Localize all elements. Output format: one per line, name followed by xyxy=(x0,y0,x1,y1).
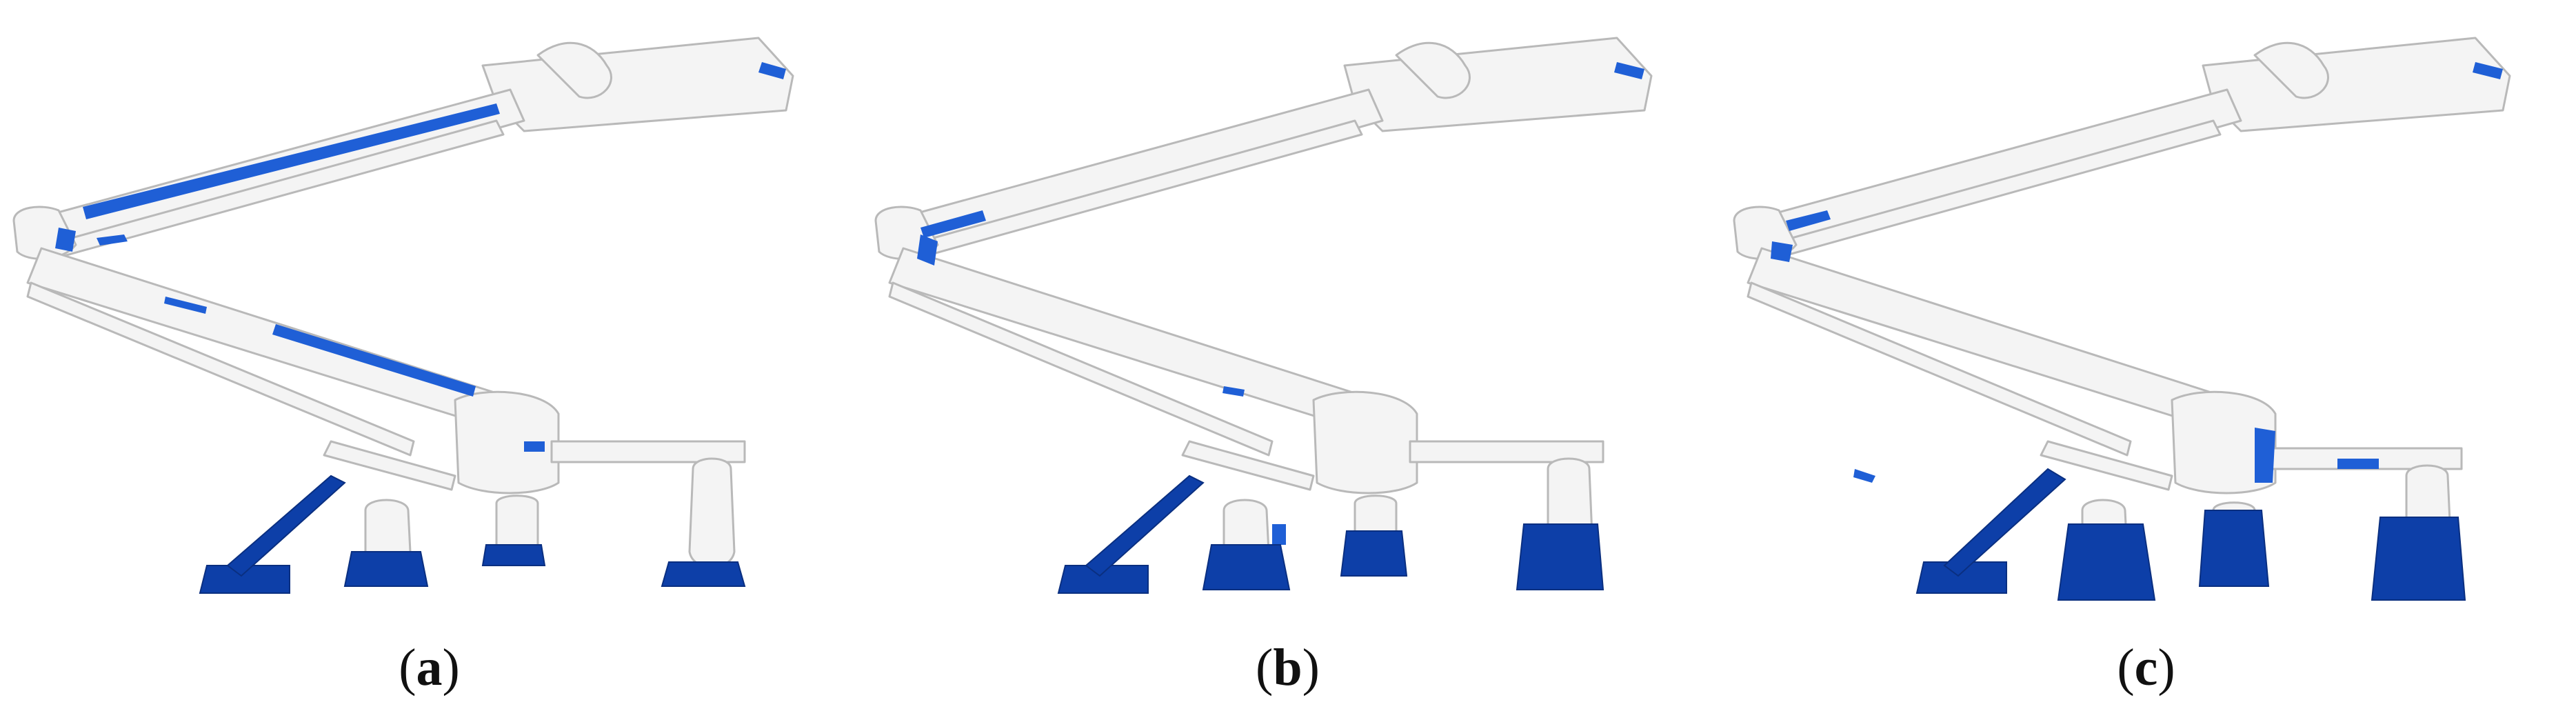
stress-spot xyxy=(1222,386,1245,397)
upper-rod xyxy=(1753,119,2222,263)
foot-middle-left xyxy=(2057,523,2156,601)
actuator-rod xyxy=(1943,468,2066,577)
stress-spot xyxy=(164,297,207,314)
head-bracket xyxy=(2253,41,2329,99)
stress-band-upper xyxy=(1786,210,1831,231)
panel-b: (b) xyxy=(858,0,1717,720)
stress-band-lower xyxy=(272,324,476,397)
foot-middle-left xyxy=(343,551,429,587)
stress-spot xyxy=(55,228,76,252)
foot-middle xyxy=(2198,510,2270,587)
head-bracket xyxy=(1395,41,1471,99)
drive-rod xyxy=(1181,440,1315,491)
foot-right xyxy=(661,561,746,587)
lower-arm xyxy=(1747,247,2215,429)
actuator-rod xyxy=(1085,474,1205,577)
base-hinge xyxy=(1312,390,1418,494)
head-bracket xyxy=(536,41,612,99)
caption-letter: b xyxy=(1273,639,1302,697)
drive-rod xyxy=(2040,440,2173,491)
stress-band-upper xyxy=(920,210,986,238)
actuator-rod xyxy=(226,474,346,577)
upper-rod xyxy=(895,119,1363,263)
caption-close: ) xyxy=(442,639,460,697)
stress-band-upper xyxy=(83,103,500,219)
panel-a: (a) xyxy=(0,0,858,720)
stress-spot xyxy=(524,441,545,452)
stress-spot xyxy=(1272,524,1286,545)
panel-caption: (c) xyxy=(1717,641,2575,694)
lower-arm xyxy=(26,247,498,429)
stress-spot xyxy=(97,234,128,246)
lower-rod xyxy=(1747,281,2132,457)
caption-letter: c xyxy=(2134,639,2158,697)
foot-right xyxy=(1516,523,1604,590)
pantograph-head xyxy=(1343,37,1653,132)
caption-open: ( xyxy=(399,639,416,697)
panel-c: (c) xyxy=(1717,0,2575,720)
stress-spot xyxy=(2255,428,2275,483)
caption-close: ) xyxy=(2157,639,2175,697)
foot-middle xyxy=(481,544,546,566)
stress-spot xyxy=(1853,469,1875,483)
stress-spot xyxy=(1614,62,1644,79)
lower-rod xyxy=(888,281,1274,457)
foot-middle xyxy=(1340,530,1408,577)
stress-spot xyxy=(2337,459,2379,469)
foot-middle-left xyxy=(1202,544,1291,590)
lower-rod xyxy=(26,281,415,457)
pantograph-head xyxy=(2202,37,2511,132)
stress-spot xyxy=(2473,62,2503,79)
panel-caption: (a) xyxy=(0,641,858,694)
pantograph-illustration-c xyxy=(1733,37,2511,601)
pantograph-illustration-a xyxy=(12,37,794,594)
pantograph-illustration-b xyxy=(874,37,1653,594)
lower-arm xyxy=(888,247,1356,429)
insulator-right xyxy=(688,457,736,568)
foot-left xyxy=(1057,565,1149,594)
foot-left xyxy=(199,565,290,594)
caption-letter: a xyxy=(416,639,443,697)
drive-rod xyxy=(323,440,456,491)
caption-close: ) xyxy=(1302,639,1320,697)
stress-spot xyxy=(758,62,786,79)
caption-open: ( xyxy=(1256,639,1274,697)
foot-left xyxy=(1915,561,2007,594)
base-beam xyxy=(550,440,746,463)
pantograph-head xyxy=(481,37,794,132)
panel-caption: (b) xyxy=(858,641,1717,694)
foot-right xyxy=(2371,517,2466,601)
stress-spot xyxy=(917,234,938,266)
caption-open: ( xyxy=(2117,639,2135,697)
base-beam xyxy=(1409,440,1604,463)
stress-spot xyxy=(1771,241,1793,262)
